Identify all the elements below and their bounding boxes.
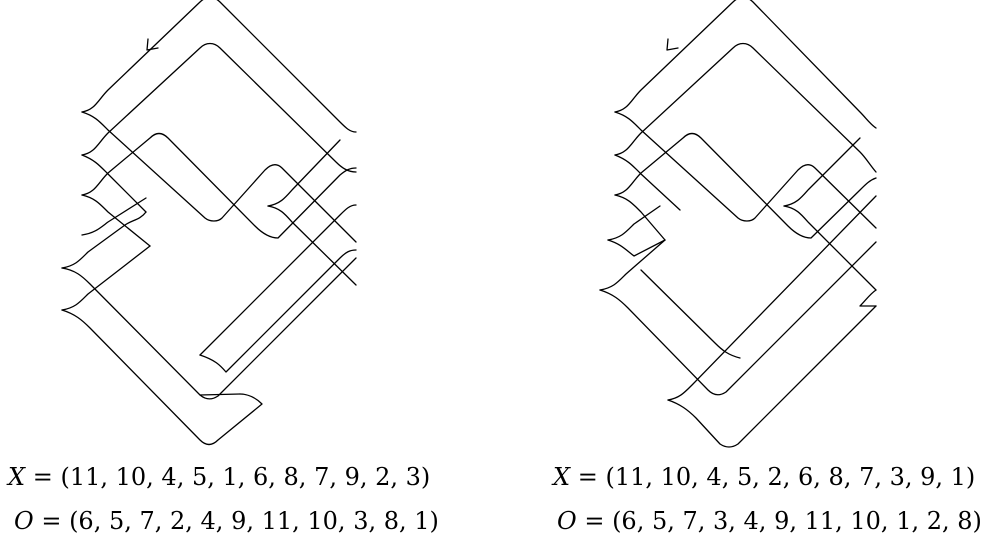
right-strand-3: [614, 132, 877, 239]
left-strand-15: [267, 205, 357, 286]
left-strand-13: [199, 204, 357, 356]
right-o-caption: O = (6, 5, 7, 3, 4, 9, 11, 10, 1, 2, 8): [557, 506, 982, 536]
left-x-sequence: = (11, 10, 4, 5, 1, 6, 8, 7, 9, 2, 3): [32, 463, 431, 491]
right-x-caption: X = (11, 10, 4, 5, 2, 6, 8, 7, 3, 9, 1): [553, 462, 975, 492]
left-strand-7: [81, 194, 151, 247]
left-strand-16: [199, 393, 241, 396]
left-strand-12: [199, 249, 357, 373]
right-strand-13: [640, 269, 741, 359]
right-strand-11: [667, 195, 877, 401]
right-strand-8: [607, 239, 666, 257]
left-x-variable: X: [8, 463, 26, 491]
left-orientation-arrow: [146, 38, 159, 51]
left-strand-14: [267, 139, 341, 207]
right-orientation-arrow: [666, 38, 679, 51]
right-o-variable: O: [557, 507, 577, 535]
right-strand-4: [614, 111, 877, 229]
right-strand-15: [783, 205, 877, 291]
left-strand-10: [61, 245, 151, 311]
left-o-sequence: = (6, 5, 7, 2, 4, 9, 11, 10, 3, 8, 1): [41, 507, 439, 535]
left-strand-6: [81, 154, 147, 213]
left-strand-1: [81, 0, 357, 133]
right-strand-14: [783, 137, 861, 207]
left-strand-4: [81, 197, 147, 236]
right-strand-9: [599, 239, 666, 291]
left-o-caption: O = (6, 5, 7, 2, 4, 9, 11, 10, 3, 8, 1): [14, 506, 439, 536]
right-x-variable: X: [553, 463, 571, 491]
right-strand-6: [614, 194, 666, 241]
figure: X = (11, 10, 4, 5, 1, 6, 8, 7, 9, 2, 3) …: [8, 0, 982, 536]
right-front-diagram: [599, 0, 877, 448]
right-x-sequence: = (11, 10, 4, 5, 2, 6, 8, 7, 3, 9, 1): [577, 463, 976, 491]
right-strand-7: [607, 205, 661, 241]
left-strand-3: [81, 132, 357, 239]
right-strand-16: [859, 289, 877, 307]
right-strand-10: [599, 241, 877, 396]
left-strand-11: [61, 309, 263, 446]
left-strand-5: [81, 111, 357, 243]
right-strand-12: [667, 305, 877, 448]
left-x-caption: X = (11, 10, 4, 5, 1, 6, 8, 7, 9, 2, 3): [8, 462, 430, 492]
right-strand-5: [614, 154, 681, 211]
right-strand-2: [614, 42, 877, 173]
left-strand-2: [81, 42, 357, 173]
left-front-diagram: [61, 0, 357, 446]
right-strand-1: [614, 0, 877, 129]
left-o-variable: O: [14, 507, 34, 535]
left-strand-8: [61, 211, 147, 269]
right-o-sequence: = (6, 5, 7, 3, 4, 9, 11, 10, 1, 2, 8): [584, 507, 982, 535]
